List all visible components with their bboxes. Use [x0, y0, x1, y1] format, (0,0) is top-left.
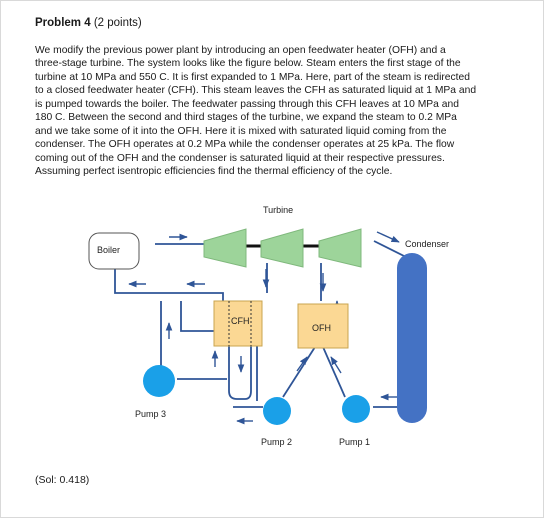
- arrow-right-down: [376, 231, 400, 243]
- pump-1: [342, 395, 370, 423]
- turbine-stage-3: [318, 228, 362, 268]
- statement-line: is pumped towards the boiler. The feedwa…: [35, 98, 459, 110]
- pump-2: [263, 397, 291, 425]
- problem-statement: We modify the previous power plant by in…: [35, 44, 513, 179]
- boiler-label: Boiler: [97, 245, 120, 255]
- boiler-box: [88, 232, 140, 270]
- condenser-tank: [397, 253, 427, 423]
- cfh-label: CFH: [231, 316, 250, 326]
- pipe-pump1-to-ofh: [322, 346, 346, 398]
- pump3-label: Pump 3: [135, 409, 166, 419]
- problem-title: Problem 4: [35, 17, 91, 29]
- pipe-turbine-to-condenser: [373, 240, 407, 258]
- arrow-up-left: [330, 356, 342, 374]
- turbine-stage-2: [260, 228, 304, 268]
- statement-line: condenser. The OFH operates at 0.2 MPa w…: [35, 139, 455, 151]
- turbine-label: Turbine: [263, 205, 293, 215]
- pump-3: [143, 365, 175, 397]
- pipe-network: [114, 240, 411, 408]
- pipe-cfh-out-left: [180, 301, 223, 332]
- statement-line: and we take some of it into the OFH. Her…: [35, 125, 447, 137]
- statement-line: 180 C. Between the second and third stag…: [35, 112, 457, 124]
- statement-line: to a closed feedwater heater (CFH). This…: [35, 85, 477, 97]
- pump1-label: Pump 1: [339, 437, 370, 447]
- statement-line: coming out of the OFH and the condenser …: [35, 152, 445, 164]
- statement-line: turbine at 10 MPa and 550 C. It is first…: [35, 71, 470, 83]
- flow-arrows: [128, 231, 400, 425]
- pipe-ofh-to-pump2: [282, 346, 316, 398]
- problem-header: Problem 4 (2 points): [35, 16, 142, 30]
- pipe-cfh-to-boiler: [114, 269, 224, 301]
- statement-line: three-stage turbine. The system looks li…: [35, 58, 461, 70]
- problem-points: (2 points): [93, 17, 142, 29]
- cfh-box: [213, 300, 263, 347]
- statement-line: We modify the previous power plant by in…: [35, 45, 446, 56]
- arrow-up-right: [296, 356, 308, 372]
- solution-note: (Sol: 0.418): [35, 474, 90, 486]
- pipe-cfh-drain: [228, 346, 252, 400]
- turbine-stage-1: [203, 228, 247, 268]
- statement-line: Assuming perfect isentropic efficiencies…: [35, 166, 393, 178]
- condenser-label: Condenser: [405, 239, 449, 249]
- ofh-box: [297, 303, 349, 349]
- ofh-label: OFH: [312, 323, 331, 333]
- pump2-label: Pump 2: [261, 437, 292, 447]
